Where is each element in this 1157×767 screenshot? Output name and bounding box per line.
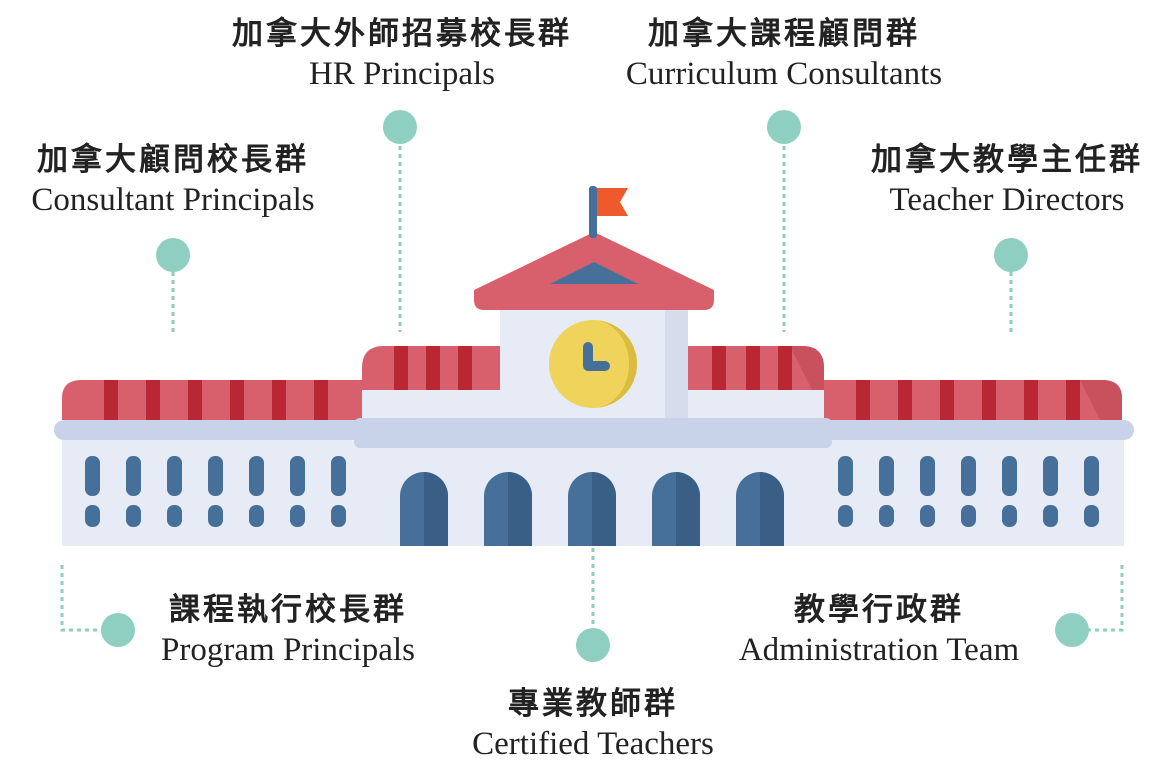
flag-pole: [589, 186, 597, 238]
group-label-curriculum-consultants: 加拿大課程顧問群 Curriculum Consultants: [606, 14, 962, 94]
marker-dot-hr-principals: [383, 110, 417, 144]
group-name-zh: 加拿大外師招募校長群: [232, 16, 572, 52]
connector-administration-team: [1080, 565, 1124, 632]
right-wing-roof: [822, 380, 1122, 420]
marker-dot-consultant-principals: [156, 238, 190, 272]
group-name-zh: 課程執行校長群: [169, 592, 407, 628]
group-label-consultant-principals: 加拿大顧問校長群 Consultant Principals: [10, 140, 336, 220]
left-wing-roof: [62, 380, 362, 420]
group-name-zh: 加拿大教學主任群: [871, 142, 1143, 178]
clock-hands: [583, 342, 610, 371]
flag: [597, 188, 628, 216]
left-wing-ledge: [54, 420, 374, 440]
marker-dot-certified-teachers: [576, 628, 610, 662]
group-name-en: Program Principals: [161, 632, 415, 668]
marker-dot-teacher-directors: [994, 238, 1028, 272]
connector-lines: [60, 146, 1124, 632]
right-wing: [814, 380, 1134, 546]
right-wing-ledge: [814, 420, 1134, 440]
group-name-zh: 專業教師群: [508, 686, 678, 722]
group-name-zh: 加拿大課程顧問群: [648, 16, 920, 52]
group-label-administration-team: 教學行政群 Administration Team: [718, 590, 1040, 670]
group-label-certified-teachers: 專業教師群 Certified Teachers: [443, 684, 743, 764]
marker-dot-administration-team: [1055, 613, 1089, 647]
group-name-en: HR Principals: [308, 56, 496, 92]
group-label-teacher-directors: 加拿大教學主任群 Teacher Directors: [866, 140, 1148, 220]
left-wing: [54, 380, 374, 546]
group-name-zh: 教學行政群: [794, 592, 964, 628]
group-name-en: Certified Teachers: [472, 726, 714, 762]
central-block: [354, 186, 832, 546]
group-name-en: Teacher Directors: [889, 182, 1125, 218]
group-label-program-principals: 課程執行校長群 Program Principals: [138, 590, 438, 670]
group-label-hr-principals: 加拿大外師招募校長群 HR Principals: [228, 14, 576, 94]
group-name-zh: 加拿大顧問校長群: [37, 142, 309, 178]
marker-dot-curriculum-consultants: [767, 110, 801, 144]
central-ledge: [354, 418, 832, 448]
group-name-en: Administration Team: [738, 632, 1020, 668]
group-name-en: Curriculum Consultants: [625, 56, 943, 92]
marker-dots: [101, 110, 1089, 662]
connector-program-principals: [60, 565, 104, 632]
marker-dot-program-principals: [101, 613, 135, 647]
group-name-en: Consultant Principals: [31, 182, 315, 218]
